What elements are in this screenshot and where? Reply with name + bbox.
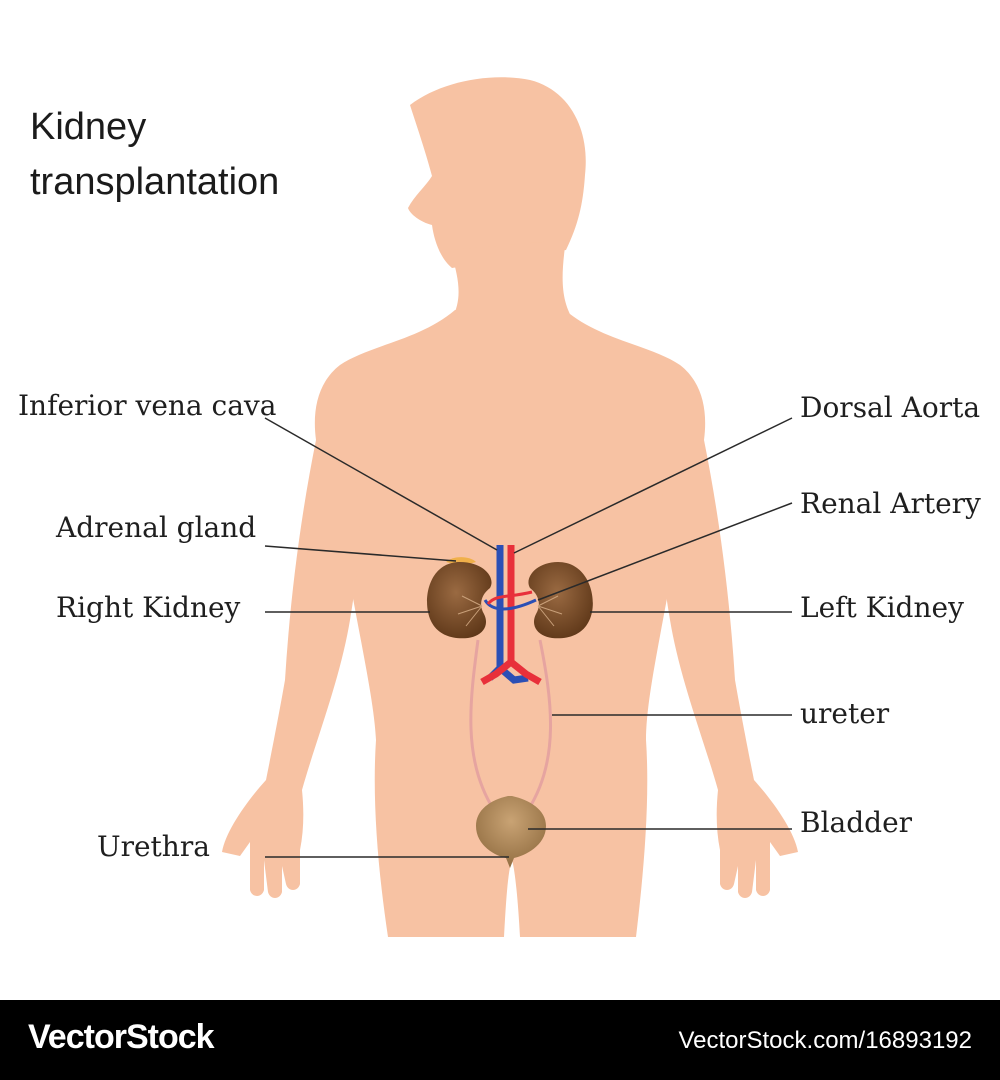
title-line-2: transplantation [30,161,280,203]
left-ureter [526,639,552,811]
leader-lines [264,417,793,858]
leader-renal-artery [537,502,793,601]
right-kidney-shape [427,562,492,639]
label-renal-artery: Renal Artery [800,487,981,520]
neck [450,240,572,318]
leader-dorsal-aorta [513,417,793,554]
head [408,77,586,268]
right-ureter [469,639,496,811]
label-adrenal-gland: Adrenal gland [56,511,257,544]
watermark-footer: VectorStock VectorStock.com/16893192 [0,1000,1000,1080]
title-line-1: Kidney [30,106,147,148]
ureters [469,639,552,811]
blood-vessels [480,545,542,686]
label-left-kidney: Left Kidney [800,591,964,624]
label-dorsal-aorta: Dorsal Aorta [800,391,981,424]
diagram-title: Kidney transplantation [30,100,279,210]
leader-adrenal-gland [264,545,457,562]
renal-artery-vessel [486,590,533,606]
label-urethra: Urethra [97,830,210,863]
label-ureter: ureter [800,697,890,730]
label-bladder: Bladder [800,806,913,839]
left-kidney-shape [528,562,593,639]
label-inferior-vena-cava: Inferior vena cava [18,389,277,422]
leader-inferior-vena-cava [264,417,498,551]
watermark-brand: VectorStock [28,1018,215,1056]
anatomy-diagram [222,77,798,937]
renal-vein [483,598,537,611]
watermark-url: VectorStock.com/16893192 [678,1027,972,1054]
bladder-shape [476,796,546,868]
label-right-kidney: Right Kidney [56,591,241,624]
aorta-vessel [480,545,542,686]
left-arm [660,440,798,898]
right-arm [222,440,360,898]
